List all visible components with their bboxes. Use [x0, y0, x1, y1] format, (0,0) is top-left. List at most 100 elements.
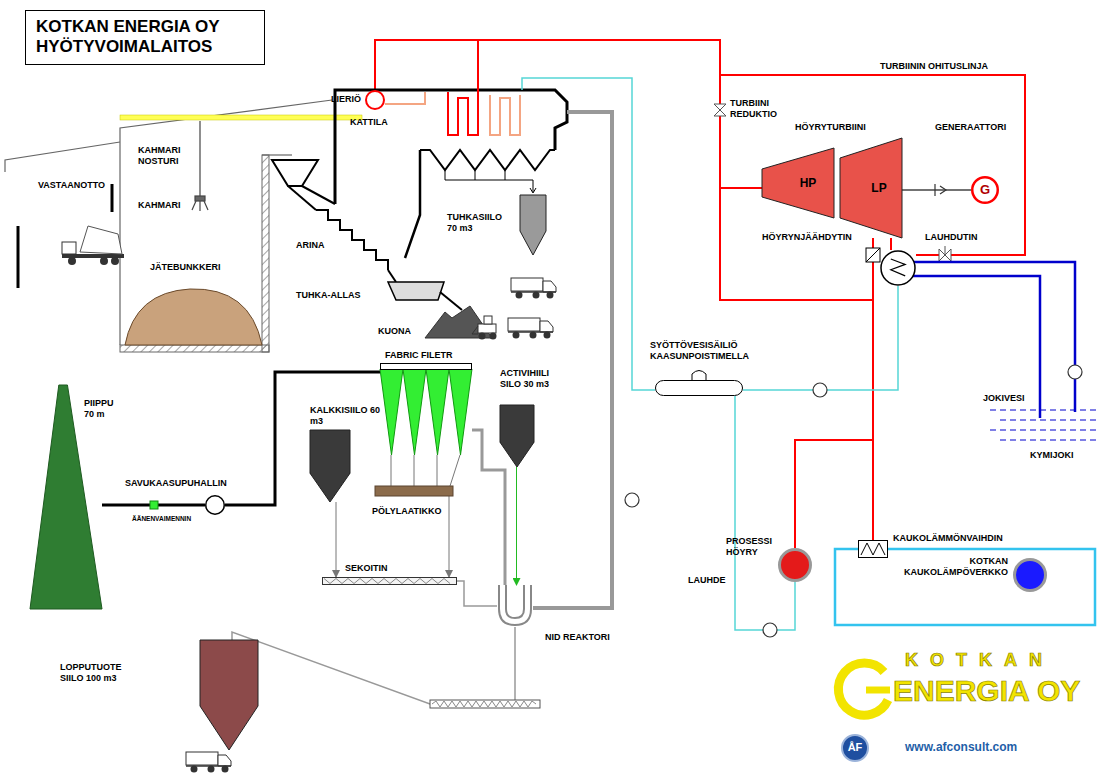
hp-turbine-shape [762, 148, 834, 218]
ash-conveying [530, 188, 536, 193]
ash-silo-text: TUHKASIILO 70 m3 [447, 212, 511, 235]
reception-building [5, 142, 120, 172]
end-product-silo-shape [200, 640, 258, 750]
river-waves [990, 410, 1100, 440]
superheaters [385, 92, 425, 104]
river-waves [990, 410, 1100, 411]
wheel-loader [490, 333, 497, 340]
nid-reactor-shape [506, 585, 524, 618]
fabric-filter-shape [403, 369, 426, 455]
district-heat-exchanger: KAUKOLÄMMÖNVAIHDIN [858, 540, 888, 558]
screw-conveyor [430, 700, 540, 708]
flue-gas-fan-text: SAVUKAASUPUHALLIN [125, 478, 227, 489]
lp-turbine-shape [840, 138, 902, 238]
river-waves [1000, 420, 1100, 421]
pipe-connector [735, 396, 795, 630]
lp-turbine-text: LP [871, 181, 886, 196]
part-label: KAHMARI [138, 200, 181, 211]
wheel-loader [478, 324, 496, 333]
dust-drops [414, 455, 415, 486]
condenser-shape [880, 250, 916, 286]
wheel-loader [484, 316, 492, 324]
ash-conveying [445, 180, 533, 181]
end-product-silo: LOPPUTUOTE SIILO 100 m3 [200, 640, 258, 750]
lime-silo-text: KALKKISIILO 60 m3 [310, 405, 382, 428]
part-label: KOTKAN [905, 650, 1054, 671]
pipe-connector [743, 286, 898, 390]
feedwater-tank-shape [656, 381, 743, 396]
dump-truck [62, 226, 124, 265]
af-logo [842, 735, 868, 761]
pipe-connector [232, 627, 515, 704]
pipe-connector [449, 496, 450, 577]
district-heat-circle: KOTKAN KAUKOLÄMPÖVERKKO [1013, 558, 1047, 592]
dust-box: PÖLYLAATIKKO [375, 486, 453, 496]
reduction-valve [714, 104, 726, 116]
grab-crane [192, 121, 208, 211]
hp-turbine-shape [762, 148, 834, 218]
mixer-shape [323, 578, 457, 585]
part-label: VASTAANOTTO [38, 180, 105, 191]
dump-truck [100, 257, 108, 265]
nid-reactor-text: NID REAKTORI [545, 632, 610, 643]
superheaters [385, 40, 520, 135]
grab-crane [195, 196, 205, 201]
door-line [17, 226, 20, 288]
carbon-silo: ACTIVIHIILI SILO 30 m3 [500, 405, 534, 467]
bypass-valve [945, 246, 946, 255]
river-waves [990, 430, 1100, 431]
dust-drops [437, 455, 438, 486]
flue-gas-duct [533, 112, 612, 608]
cooling-water [911, 262, 1075, 418]
fabric-filter-shape [380, 369, 403, 455]
ash-truck [511, 278, 556, 299]
part-label: www.afconsult.com [905, 741, 1017, 755]
condensate-pump [763, 623, 777, 637]
condensate-pump [813, 383, 827, 397]
crane-rail [120, 115, 362, 120]
nid-reactor: NID REAKTORI [497, 585, 533, 627]
feedwater-tank-shape [692, 371, 706, 382]
condenser: LAUHDUTIN [880, 250, 916, 286]
condenser-shape [881, 251, 915, 285]
part-label: HÖYRYNJÄÄHDYTIN [762, 232, 852, 243]
cooling-pump [1068, 365, 1082, 379]
screw-conveyor [432, 701, 536, 707]
ash-conveying [505, 170, 506, 180]
district-heat-exchanger-shape [858, 540, 888, 558]
process-steam-circle-shape [780, 550, 811, 581]
bunker-floor [120, 345, 269, 352]
hp-turbine-text: HP [800, 176, 817, 191]
lime-silo-shape [310, 430, 350, 502]
cooling-water [913, 262, 1075, 412]
fabric-filter-text: FABRIC FILETR [385, 350, 453, 361]
ash-silo: TUHKASIILO 70 m3 [520, 195, 546, 255]
carbon-silo-shape [500, 405, 534, 467]
cooling-water [911, 276, 1040, 418]
dump-truck [111, 257, 119, 265]
slag-truck [508, 318, 553, 339]
part-label: LAUHDE [688, 575, 726, 586]
mixer-shape [322, 577, 457, 585]
part-label: KUONA [378, 326, 411, 337]
fabric-filter: FABRIC FILETR [380, 363, 472, 455]
steam-drum-shape [365, 90, 385, 110]
mixer-text: SEKOITIN [345, 563, 388, 574]
fabric-filter-shape [381, 364, 472, 370]
bypass-valve [939, 246, 951, 261]
wheel-loader [472, 326, 478, 334]
lime-silo-shape [310, 430, 350, 502]
title-box: KOTKAN ENERGIA OY HYÖTYVOIMALAITOS [25, 10, 265, 65]
pipe-connector [375, 40, 1025, 255]
flue-gas-fan: SAVUKAASUPUHALLIN [205, 495, 225, 515]
part-label: JOKIVESI [983, 393, 1025, 404]
boiler [288, 186, 316, 210]
steam-drum-text: LIERIÖ [331, 94, 361, 105]
part-label: ARINA [296, 240, 325, 251]
end-product-silo-shape [200, 640, 258, 750]
wheel-loader [472, 316, 497, 340]
reception-building [5, 100, 332, 345]
wheel-loader [479, 333, 486, 340]
flue-gas-fan-shape [206, 496, 225, 515]
chimney: PIIPPU 70 m [30, 385, 102, 609]
